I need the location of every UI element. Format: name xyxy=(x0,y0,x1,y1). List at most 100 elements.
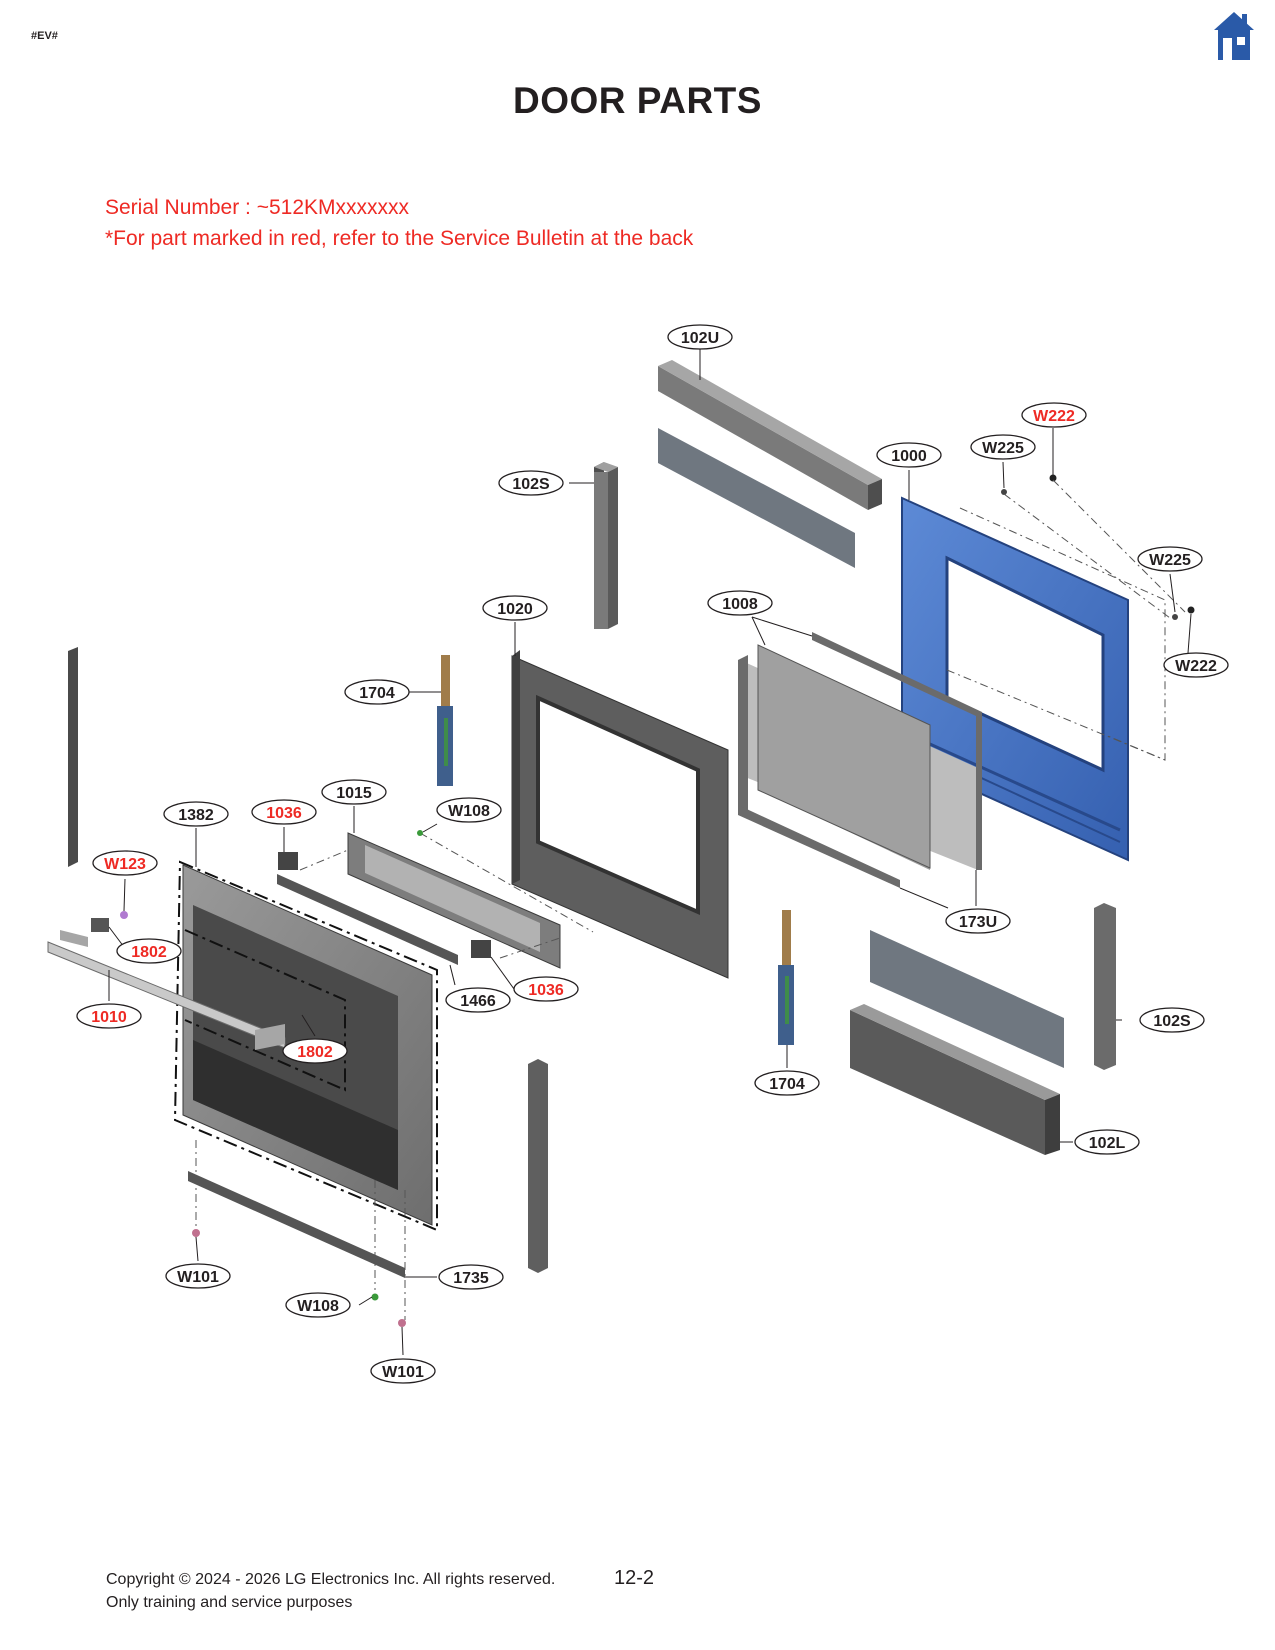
callout-label: 1382 xyxy=(178,807,214,824)
callout-label: 1802 xyxy=(131,944,167,961)
callout-1000[interactable]: 1000 xyxy=(876,442,942,468)
callout-bubble xyxy=(513,976,579,1002)
callout-1382[interactable]: 1382 xyxy=(163,801,229,827)
callout-label: 1020 xyxy=(497,601,533,618)
callout-1015[interactable]: 1015 xyxy=(321,779,387,805)
callout-label: 1008 xyxy=(722,596,758,613)
part-102S-post-right xyxy=(1094,903,1116,1070)
callout-bubble xyxy=(754,1070,820,1096)
callout-bubble xyxy=(165,1263,231,1289)
callout-bubble xyxy=(1074,1129,1140,1155)
callout-label: W225 xyxy=(1149,552,1191,569)
part-1704-hinge-bottom xyxy=(778,910,794,1045)
part-glass-strip-top xyxy=(658,428,855,568)
page-title: DOOR PARTS xyxy=(513,80,762,121)
part-1704-hinge-top xyxy=(437,655,453,786)
callout-label: 102S xyxy=(512,476,550,493)
callout-bubble xyxy=(92,850,158,876)
part-W108-screw-top xyxy=(417,830,423,836)
part-1036-clip-top xyxy=(278,852,298,870)
callout-label: W108 xyxy=(448,803,490,820)
callout-bubble xyxy=(707,590,773,616)
callout-w222[interactable]: W222 xyxy=(1163,652,1229,678)
callout-label: 1015 xyxy=(336,785,372,802)
callout-w123[interactable]: W123 xyxy=(92,850,158,876)
callout-w108[interactable]: W108 xyxy=(436,797,502,823)
callout-1802[interactable]: 1802 xyxy=(282,1038,348,1064)
callout-173u[interactable]: 173U xyxy=(945,908,1011,934)
callout-w101[interactable]: W101 xyxy=(370,1358,436,1384)
callout-label: W123 xyxy=(104,856,146,873)
callout-bubble xyxy=(482,595,548,621)
callout-bubble xyxy=(1139,1007,1205,1033)
callout-w225[interactable]: W225 xyxy=(1137,546,1203,572)
callout-label: 1000 xyxy=(891,448,927,465)
alignment-lines-rail xyxy=(195,1140,406,1320)
callout-bubble xyxy=(282,1038,348,1064)
callout-w108[interactable]: W108 xyxy=(285,1292,351,1318)
callout-bubble xyxy=(1137,546,1203,572)
callout-bubble xyxy=(667,324,733,350)
callout-bubble xyxy=(945,908,1011,934)
page-number: 12-2 xyxy=(614,1567,655,1589)
part-1008-glass-panel xyxy=(738,632,982,888)
callout-w225[interactable]: W225 xyxy=(970,434,1036,460)
callout-label: 1735 xyxy=(453,1270,489,1287)
callout-1735[interactable]: 1735 xyxy=(438,1264,504,1290)
callout-bubble xyxy=(436,797,502,823)
callout-1466[interactable]: 1466 xyxy=(445,987,511,1013)
part-1020-inner-frame xyxy=(511,650,729,979)
callout-1036[interactable]: 1036 xyxy=(251,799,317,825)
part-W108-screw-bottom xyxy=(371,1293,379,1301)
part-102S-post-left xyxy=(594,462,618,629)
part-glass-strip-bottom xyxy=(870,930,1064,1068)
callout-bubble xyxy=(116,938,182,964)
callout-1802[interactable]: 1802 xyxy=(116,938,182,964)
home-icon[interactable] xyxy=(1212,10,1256,62)
alignment-lines-frame xyxy=(946,479,1186,761)
part-W123-screw xyxy=(120,911,128,919)
callout-102s[interactable]: 102S xyxy=(498,470,564,496)
callout-w101[interactable]: W101 xyxy=(165,1263,231,1289)
callout-label: 1036 xyxy=(266,805,302,822)
callout-bubble xyxy=(1021,402,1087,428)
callout-1704[interactable]: 1704 xyxy=(344,679,410,705)
callout-bubble xyxy=(285,1292,351,1318)
callout-1020[interactable]: 1020 xyxy=(482,595,548,621)
callout-label: W222 xyxy=(1175,658,1217,675)
callout-label: W222 xyxy=(1033,408,1075,425)
part-W101-screws xyxy=(192,1229,406,1327)
callout-label: 1704 xyxy=(769,1076,805,1093)
callout-102u[interactable]: 102U xyxy=(667,324,733,350)
callout-102s[interactable]: 102S xyxy=(1139,1007,1205,1033)
callout-1010[interactable]: 1010 xyxy=(76,1003,142,1029)
callout-bubble xyxy=(163,801,229,827)
callout-bubble xyxy=(1163,652,1229,678)
callout-bubble xyxy=(76,1003,142,1029)
callout-label: W225 xyxy=(982,440,1024,457)
part-1735-bottom-rail xyxy=(188,1171,405,1278)
corner-tag: #EV# xyxy=(31,30,58,42)
part-1015-vent-bracket xyxy=(347,832,561,969)
part-W225-W222-screws xyxy=(1001,474,1195,620)
callout-label: 1802 xyxy=(297,1044,333,1061)
callout-w222[interactable]: W222 xyxy=(1021,402,1087,428)
callout-bubble xyxy=(438,1264,504,1290)
alignment-lines-bracket xyxy=(299,832,594,959)
usage-text: Only training and service purposes xyxy=(106,1594,353,1611)
callout-bubble xyxy=(498,470,564,496)
callout-1036[interactable]: 1036 xyxy=(513,976,579,1002)
callout-1008[interactable]: 1008 xyxy=(707,590,773,616)
callout-bubble xyxy=(970,434,1036,460)
callout-1704[interactable]: 1704 xyxy=(754,1070,820,1096)
callout-label: 1704 xyxy=(359,685,395,702)
callout-label: 1466 xyxy=(460,993,496,1010)
callout-bubble xyxy=(251,799,317,825)
callout-102l[interactable]: 102L xyxy=(1074,1129,1140,1155)
part-left-edge-strip xyxy=(68,647,78,867)
callout-bubble xyxy=(370,1358,436,1384)
callout-label: W101 xyxy=(177,1269,219,1286)
part-102L-spacer-bottom xyxy=(850,1004,1060,1155)
part-102U-spacer-top xyxy=(658,360,882,510)
part-1036-clip-bottom xyxy=(471,940,491,958)
